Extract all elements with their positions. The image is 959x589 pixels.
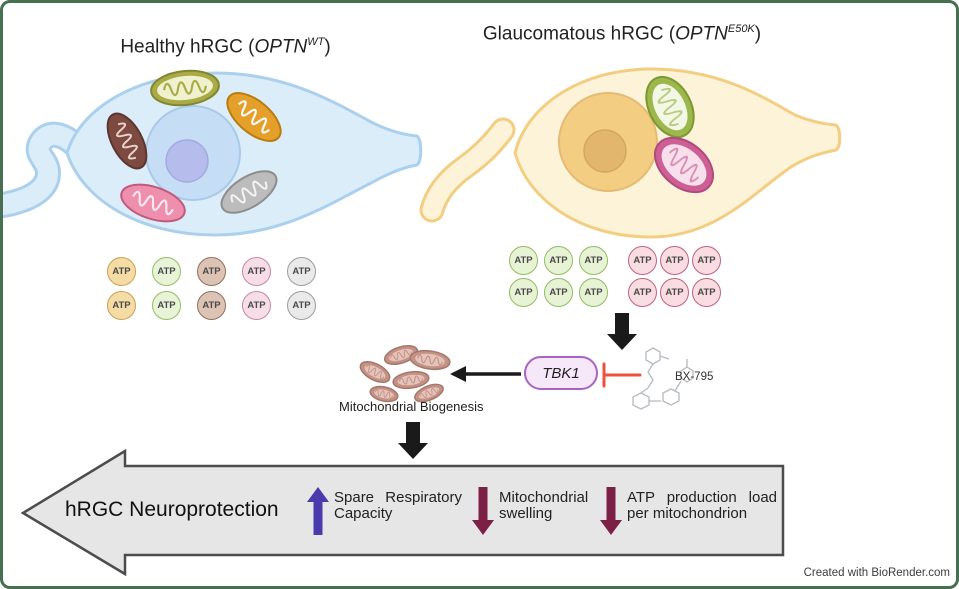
glaucoma-gene-variant: E50K: [727, 23, 755, 35]
atp-molecule: ATP: [628, 278, 657, 307]
glaucoma-atp-grid-pink: ATP ATP ATP ATP ATP ATP: [628, 246, 721, 307]
atp-molecule: ATP: [660, 246, 689, 275]
atp-molecule: ATP: [509, 278, 538, 307]
decrease-arrow-icon: [600, 487, 622, 535]
atp-molecule: ATP: [152, 291, 181, 320]
atp-molecule: ATP: [544, 278, 573, 307]
outcome-item-mitochondrial-swelling: Mitochondrial swelling: [471, 487, 599, 535]
atp-molecule: ATP: [628, 246, 657, 275]
atp-molecule: ATP: [107, 257, 136, 286]
mitochondrion-gray: [220, 170, 278, 214]
bx795-label: BX-795: [675, 371, 714, 383]
neuroprotection-arrow: [20, 448, 785, 577]
figure-artwork: [3, 67, 842, 577]
outcome-text: ATP production load per mitochondrion: [627, 489, 777, 522]
healthy-cell: [3, 69, 423, 237]
glaucoma-title-suffix: ): [754, 23, 762, 45]
atp-molecule: ATP: [242, 291, 271, 320]
healthy-atp-grid: ATP ATP ATP ATP ATP ATP ATP ATP ATP ATP: [107, 257, 316, 320]
healthy-title-suffix: ): [324, 36, 331, 58]
swollen-mitochondrion-pink: [654, 136, 714, 194]
neuroprotection-headline: hRGC Neuroprotection: [65, 498, 279, 521]
atp-molecule: ATP: [197, 291, 226, 320]
glaucomatous-cell: [419, 67, 842, 239]
bx795-molecule: [632, 347, 694, 410]
outcome-item-spare-respiratory-capacity: Spare Respiratory Capacity: [306, 487, 462, 535]
mitochondrion-olive: [150, 69, 220, 107]
healthy-gene-name: OPTN: [254, 36, 308, 58]
glaucomatous-cell-title: Glaucomatous hRGC (OPTNE50K): [432, 23, 812, 45]
down-arrow-to-inhibitor-icon: [607, 313, 637, 350]
tbk1-to-biogenesis-arrow-icon: [450, 366, 521, 382]
atp-molecule: ATP: [579, 278, 608, 307]
biogenesis-mitochondria-cluster: [359, 345, 451, 403]
mitochondrion-pink: [120, 183, 186, 223]
outcome-text: Spare Respiratory Capacity: [334, 489, 462, 522]
atp-molecule: ATP: [287, 291, 316, 320]
down-arrow-to-outcome-icon: [398, 422, 428, 459]
atp-molecule: ATP: [197, 257, 226, 286]
atp-molecule: ATP: [660, 278, 689, 307]
increase-arrow-icon: [307, 487, 329, 535]
healthy-gene-variant: WT: [307, 36, 325, 48]
atp-molecule: ATP: [152, 257, 181, 286]
swollen-mitochondrion-green: [645, 75, 695, 139]
glaucoma-dendrite: [422, 120, 513, 220]
atp-molecule: ATP: [692, 246, 721, 275]
atp-molecule: ATP: [242, 257, 271, 286]
glaucoma-title-prefix: Glaucomatous hRGC (: [482, 23, 676, 45]
atp-molecule: ATP: [692, 278, 721, 307]
glaucoma-atp-grid-green: ATP ATP ATP ATP ATP ATP: [509, 246, 608, 307]
atp-molecule: ATP: [544, 246, 573, 275]
decrease-arrow-icon: [472, 487, 494, 535]
atp-molecule: ATP: [509, 246, 538, 275]
tbk1-label: TBK1: [542, 364, 580, 382]
mitochondrion-brown: [106, 112, 148, 170]
tbk1-node: TBK1: [524, 356, 598, 390]
healthy-nucleolus: [165, 139, 209, 183]
outcome-item-atp-production-load: ATP production load per mitochondrion: [599, 487, 777, 535]
atp-molecule: ATP: [107, 291, 136, 320]
healthy-title-prefix: Healthy hRGC (: [120, 36, 255, 58]
atp-molecule: ATP: [287, 257, 316, 286]
outcome-text: Mitochondrial swelling: [499, 489, 589, 522]
healthy-dendrite: [3, 124, 85, 216]
glaucoma-nucleolus: [583, 129, 627, 173]
inhibition-tee-icon: [602, 362, 642, 388]
healthy-cell-title: Healthy hRGC (OPTNWT): [3, 36, 448, 58]
mitochondrion-orange: [226, 92, 282, 142]
biogenesis-label: Mitochondrial Biogenesis: [339, 399, 484, 414]
atp-molecule: ATP: [579, 246, 608, 275]
biorender-credit: Created with BioRender.com: [803, 567, 950, 579]
glaucoma-gene-name: OPTN: [675, 23, 728, 45]
